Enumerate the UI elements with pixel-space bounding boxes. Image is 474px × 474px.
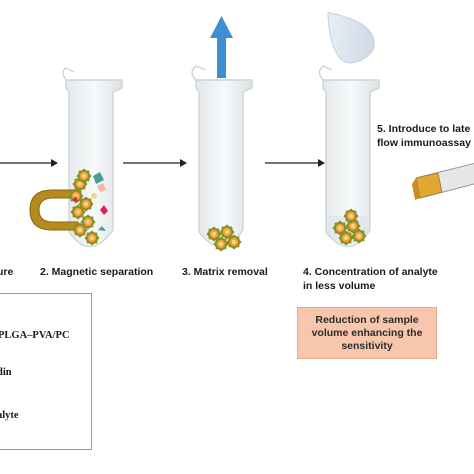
step4-label-line1: 4. Concentration of analyte: [303, 266, 438, 278]
droplet-icon: [327, 11, 375, 64]
sample-matrix-items: [72, 172, 108, 231]
tube-matrix-removal: [191, 65, 253, 248]
legend-item-avidin: din: [0, 367, 12, 378]
lateral-flow-strip-icon: [412, 162, 474, 200]
legend-item-analyte: alyte: [0, 410, 19, 421]
legend-item-particle: PLGA–PVA/PC: [0, 330, 70, 341]
callout-text: Reduction of sample volume enhancing the…: [311, 313, 423, 352]
step2-label: 2. Magnetic separation: [40, 266, 154, 278]
process-arrow-2: [123, 159, 187, 167]
step1-label: ure: [0, 266, 14, 278]
step5-label-line1: 5. Introduce to late: [377, 123, 471, 135]
up-arrow-icon: [210, 16, 233, 78]
process-arrow-1: [0, 159, 58, 167]
sensitivity-callout: Reduction of sample volume enhancing the…: [297, 307, 437, 359]
tube-concentration: [318, 65, 380, 248]
legend-box: [0, 293, 92, 450]
step4-label-line2: in less volume: [303, 280, 376, 292]
step3-label: 3. Matrix removal: [182, 266, 268, 278]
magnet-icon: [29, 189, 79, 231]
step5-label-line2: flow immunoassay: [377, 137, 471, 149]
process-arrow-3: [265, 159, 325, 167]
